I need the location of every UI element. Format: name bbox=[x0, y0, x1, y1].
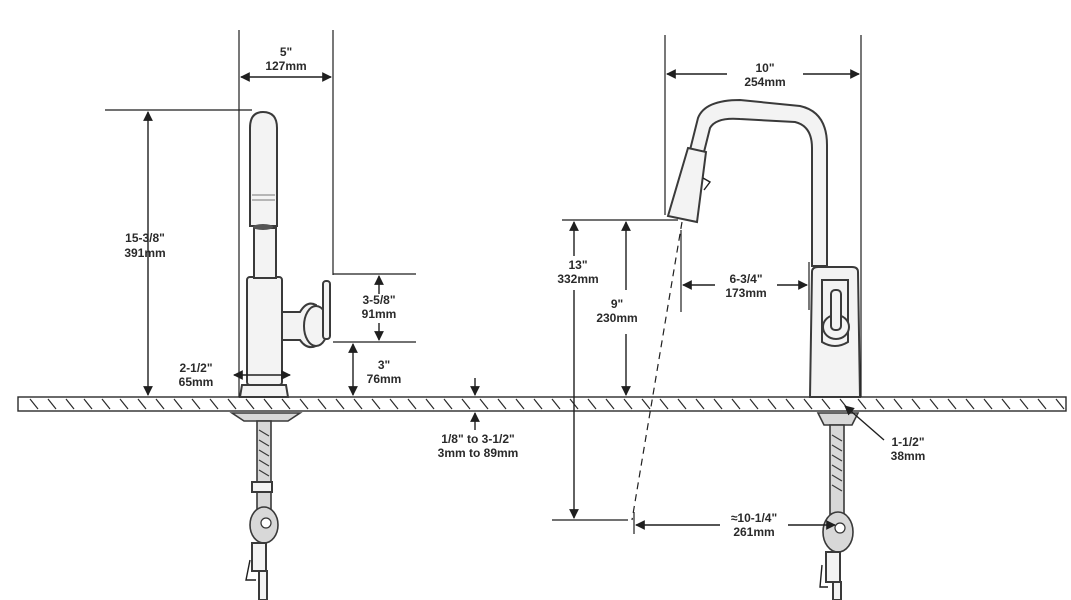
dim-right-reach bbox=[664, 35, 862, 397]
label-base-diameter-in: 2-1/2" bbox=[179, 361, 212, 375]
left-neck bbox=[253, 227, 277, 279]
left-spray-head bbox=[249, 110, 278, 227]
label-right-reach-mm: 254mm bbox=[744, 75, 785, 89]
left-base bbox=[238, 384, 290, 398]
label-clearance-in: 9" bbox=[611, 297, 623, 311]
left-faucet-side-view bbox=[229, 110, 331, 600]
right-spray-head bbox=[666, 146, 708, 224]
label-base-diameter-mm: 65mm bbox=[179, 375, 214, 389]
dim-right-spout-height bbox=[552, 219, 678, 521]
dim-spray-reach bbox=[633, 512, 836, 534]
label-left-width-in: 5" bbox=[280, 45, 292, 59]
label-deck-thickness-mm: 3mm to 89mm bbox=[438, 446, 519, 460]
left-lever bbox=[322, 280, 331, 340]
countertop-hatching bbox=[29, 398, 1065, 410]
label-spout-to-body-in: 6-3/4" bbox=[729, 272, 762, 286]
label-clearance-mm: 230mm bbox=[596, 311, 637, 325]
label-spout-height-mm: 332mm bbox=[557, 272, 598, 286]
label-deck-thickness-in: 1/8" to 3-1/2" bbox=[441, 432, 514, 446]
label-spout-height-in: 13" bbox=[568, 258, 587, 272]
label-left-height-in: 15-3/8" bbox=[125, 231, 165, 245]
label-base-to-handle-in: 3" bbox=[378, 358, 390, 372]
right-spout bbox=[688, 98, 828, 267]
dim-left-height bbox=[105, 109, 252, 396]
label-spray-reach-mm: 261mm bbox=[733, 525, 774, 539]
label-hole-diameter-in: 1-1/2" bbox=[891, 435, 924, 449]
label-right-reach-in: 10" bbox=[755, 61, 774, 75]
label-spray-reach-in: ≈10-1/4" bbox=[731, 511, 777, 525]
label-hole-diameter-mm: 38mm bbox=[891, 449, 926, 463]
label-left-width-mm: 127mm bbox=[265, 59, 306, 73]
label-base-to-handle-mm: 76mm bbox=[367, 372, 402, 386]
spray-reach-path bbox=[631, 221, 683, 521]
label-spout-to-body-mm: 173mm bbox=[725, 286, 766, 300]
dim-hole-diameter bbox=[844, 405, 885, 441]
label-left-height-mm: 391mm bbox=[124, 246, 165, 260]
dim-spout-to-body bbox=[680, 230, 810, 312]
right-under-counter-hose bbox=[816, 412, 860, 600]
label-handle-height-mm: 91mm bbox=[362, 307, 397, 321]
right-lever bbox=[830, 289, 842, 331]
dim-handle-height bbox=[333, 273, 416, 343]
left-body bbox=[246, 276, 283, 386]
dim-left-width bbox=[238, 30, 334, 397]
countertop bbox=[17, 396, 1067, 412]
label-handle-height-in: 3-5/8" bbox=[362, 293, 395, 307]
left-under-counter-hose bbox=[229, 412, 303, 600]
